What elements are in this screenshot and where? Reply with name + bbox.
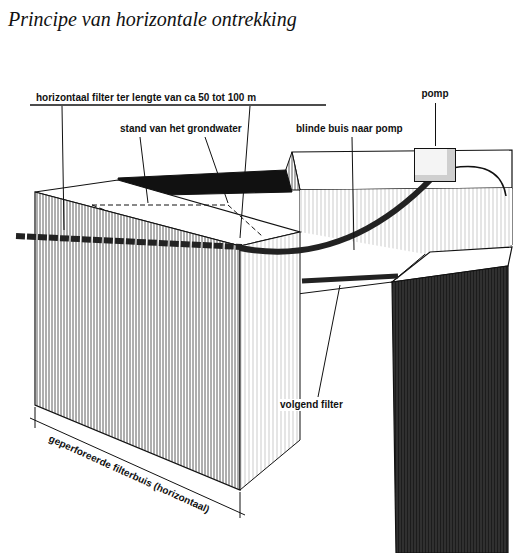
filter-length-label: horizontaal filter ter lengte van ca 50 … bbox=[34, 92, 258, 104]
leader-lines bbox=[30, 105, 354, 397]
pipes bbox=[16, 167, 506, 281]
pump-node: pomp bbox=[402, 88, 468, 184]
leader-line bbox=[435, 103, 436, 146]
dimension-line bbox=[30, 407, 245, 518]
diagram-title: Principe van horizontale ontrekking bbox=[8, 8, 297, 31]
dimension-label: geperforeerde filterbuis (horizontaal) bbox=[45, 432, 213, 517]
ground-block bbox=[35, 150, 512, 553]
pump-symbol bbox=[414, 148, 456, 182]
pump-label: pomp bbox=[402, 88, 468, 100]
groundwater-label: stand van het grondwater bbox=[118, 123, 244, 135]
next-filter-label: volgend filter bbox=[278, 399, 345, 411]
blind-pipe-label: blinde buis naar pomp bbox=[294, 123, 405, 135]
